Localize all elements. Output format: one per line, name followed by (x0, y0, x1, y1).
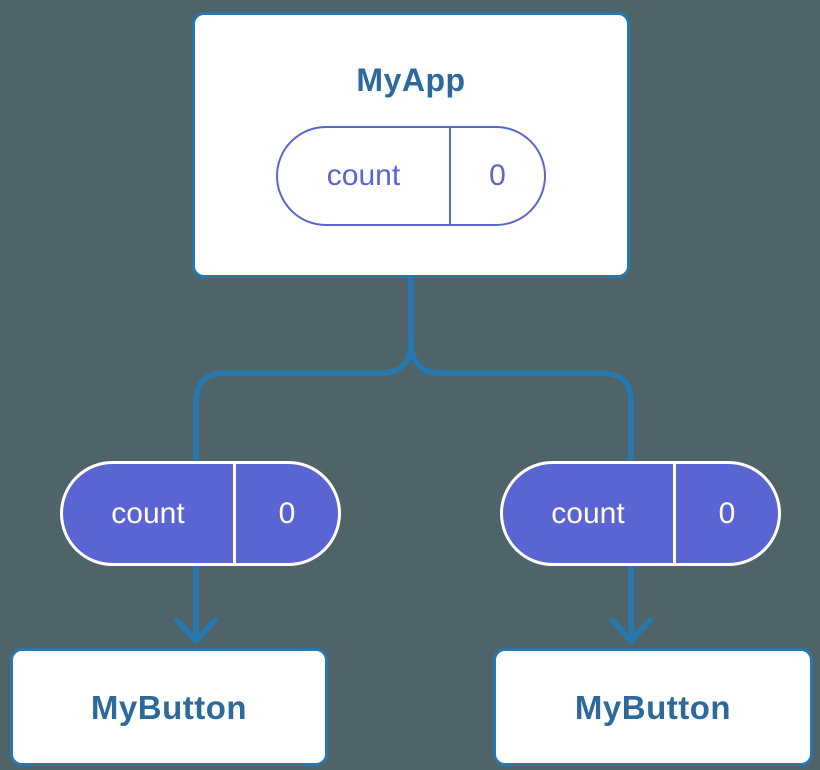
branch-right-line (408, 340, 634, 463)
state-pill-name: count (278, 128, 451, 224)
mybutton-node-left: MyButton (10, 648, 328, 766)
prop-pill-left-value: 0 (278, 496, 296, 530)
myapp-title: MyApp (356, 62, 466, 98)
myapp-node: MyApp count 0 (192, 12, 630, 278)
prop-pill-left-name: count (63, 464, 236, 563)
mybutton-right-title: MyButton (574, 688, 732, 726)
right-arrow-down-icon (609, 617, 653, 644)
prop-pill-right-name: count (503, 464, 676, 563)
mybutton-node-right: MyButton (493, 648, 813, 766)
branch-left-line (193, 340, 414, 463)
prop-pill-right: count 0 (500, 461, 781, 566)
left-arrow-down-icon (174, 617, 218, 644)
state-pill: count 0 (276, 126, 546, 226)
prop-pill-right-value: 0 (718, 496, 736, 530)
prop-pill-left: count 0 (60, 461, 341, 566)
state-pill-value: 0 (489, 159, 506, 192)
mybutton-left-title: MyButton (90, 688, 248, 726)
